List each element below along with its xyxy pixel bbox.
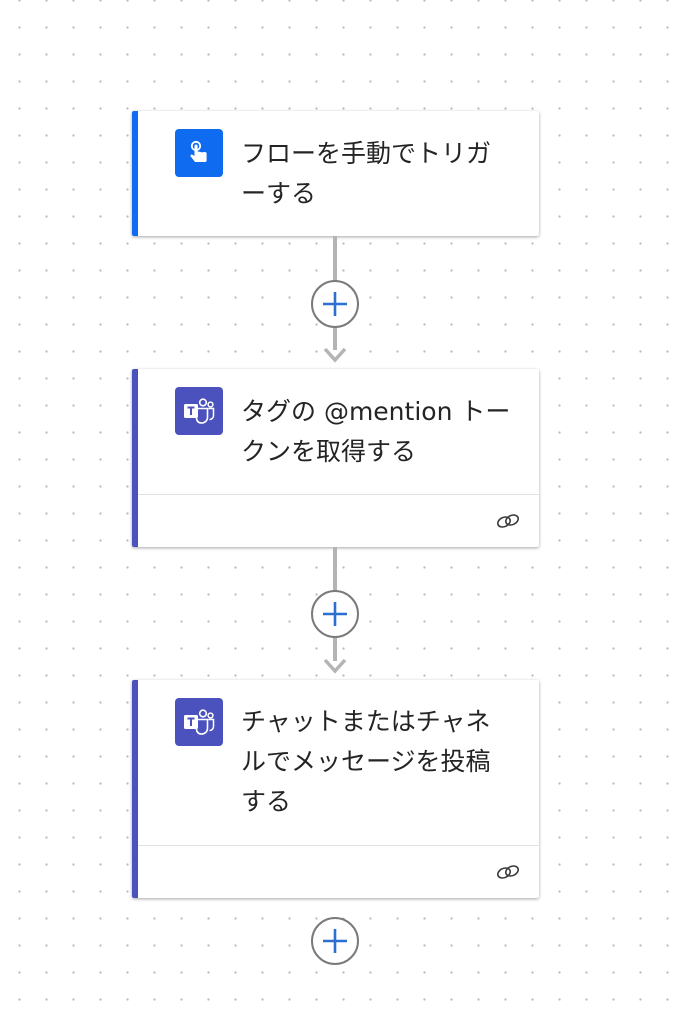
step-card-post-message[interactable]: チャットまたはチャネルでメッセージを投稿する: [132, 680, 539, 898]
step-title: タグの @mention トークンを取得する: [241, 397, 511, 466]
plus-icon: [323, 602, 347, 626]
teams-icon-box: [175, 387, 223, 435]
step-card-manual-trigger[interactable]: フローを手動でトリガーする: [132, 111, 539, 236]
card-accent-bar: [132, 369, 138, 547]
card-footer: [138, 494, 539, 547]
arrow-down-icon: [323, 658, 347, 674]
add-step-button[interactable]: [311, 917, 359, 965]
touch-hand-icon: [190, 140, 207, 162]
link-icon[interactable]: [495, 509, 521, 533]
trigger-icon-box: [175, 129, 223, 177]
arrow-down-icon: [323, 347, 347, 363]
step-title: チャットまたはチャネルでメッセージを投稿する: [241, 707, 491, 816]
plus-icon: [323, 292, 347, 316]
teams-icon-box: [175, 698, 223, 746]
add-step-button[interactable]: [311, 280, 359, 328]
step-title: フローを手動でトリガーする: [241, 139, 492, 208]
card-accent-bar: [132, 111, 138, 236]
card-footer: [138, 845, 539, 898]
teams-icon: [184, 709, 215, 735]
link-icon[interactable]: [495, 860, 521, 884]
teams-icon: [184, 398, 215, 424]
step-card-get-mention-token[interactable]: タグの @mention トークンを取得する: [132, 369, 539, 547]
add-step-button[interactable]: [311, 590, 359, 638]
card-accent-bar: [132, 680, 138, 898]
plus-icon: [323, 929, 347, 953]
